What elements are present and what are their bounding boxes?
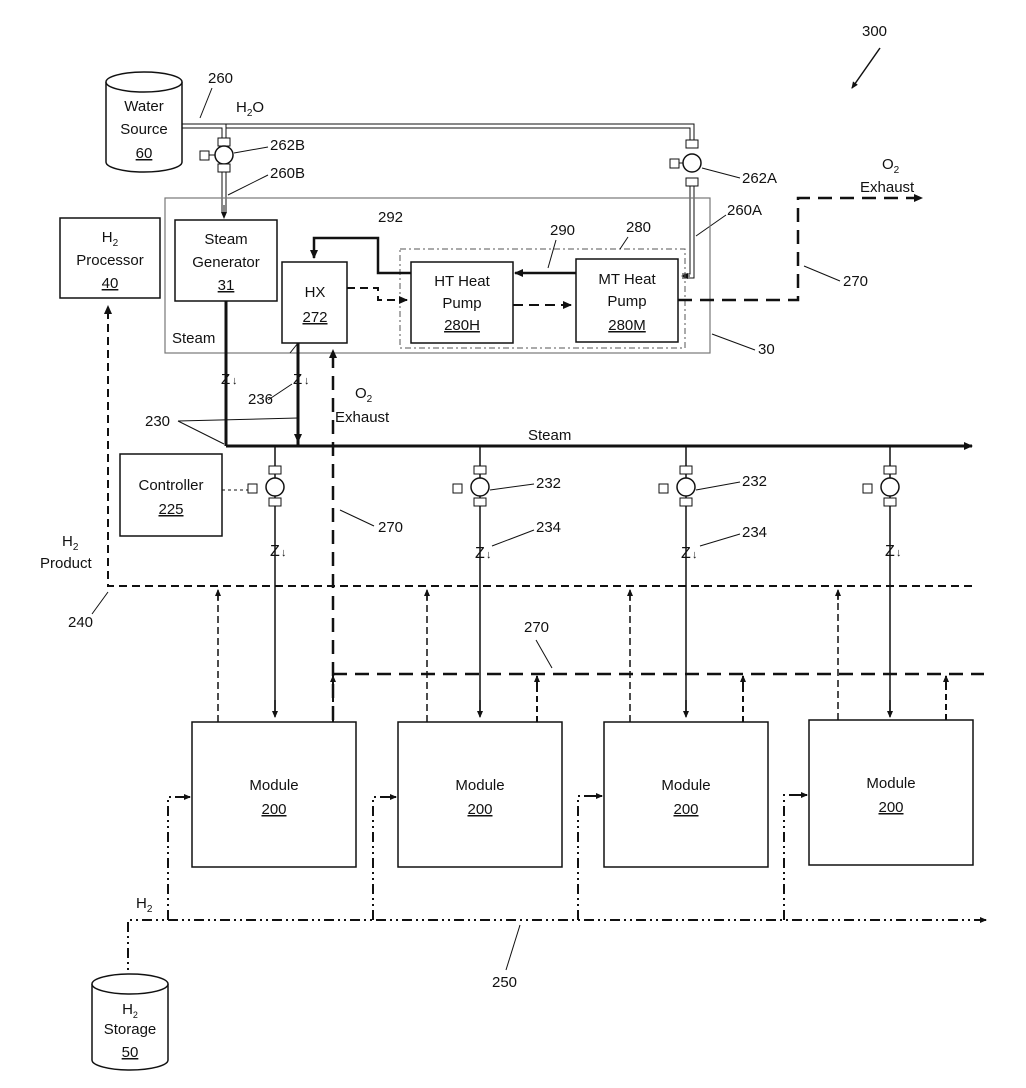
valve-232-2[interactable]	[453, 466, 489, 506]
water-source-label-1: Water	[124, 98, 163, 115]
ref-234-b: 234	[742, 524, 767, 541]
svg-text:↓: ↓	[486, 549, 492, 561]
ref-292: 292	[378, 209, 403, 226]
module-4-label: Module	[866, 775, 915, 792]
ref-250: 250	[492, 974, 517, 991]
module-2: Module 200	[398, 722, 562, 867]
h2-processor-ref: 40	[102, 275, 119, 292]
steam-left-label: Steam	[172, 330, 215, 347]
check-valve-steam: Z↓	[221, 371, 238, 388]
ref-260a: 260A	[727, 202, 762, 219]
hx-ref: 272	[302, 309, 327, 326]
steam-generator-box: Steam Generator 31	[175, 220, 277, 301]
svg-text:↓: ↓	[304, 375, 310, 387]
steam-generator-label-2: Generator	[192, 254, 260, 271]
ref-232-a: 232	[536, 475, 561, 492]
h2-processor-box: H2 Processor 40	[60, 218, 160, 298]
o2-exhaust-risers	[333, 680, 946, 722]
check-valve-hx: Z↓	[293, 371, 310, 388]
ref-262b: 262B	[270, 137, 305, 154]
ref-262a: 262A	[742, 170, 777, 187]
steam-header-label: Steam	[528, 427, 571, 444]
svg-text:Z: Z	[681, 545, 691, 562]
module-2-ref: 200	[467, 801, 492, 818]
h2-product-label: Product	[40, 555, 93, 572]
h2-storage-tank: H2 Storage 50	[92, 974, 168, 1070]
module-3-ref: 200	[673, 801, 698, 818]
ht-heat-pump-ref: 280H	[444, 317, 480, 334]
ref-270-c: 270	[524, 619, 549, 636]
svg-text:↓: ↓	[232, 375, 238, 387]
o2-exhaust-mid-label: Exhaust	[335, 409, 390, 426]
ht-heat-pump-label-1: HT Heat	[434, 273, 490, 290]
module-4-ref: 200	[878, 799, 903, 816]
svg-text:Z: Z	[885, 543, 895, 560]
steam-generator-label-1: Steam	[204, 231, 247, 248]
module-2-label: Module	[455, 777, 504, 794]
ref-240: 240	[68, 614, 93, 631]
hx-box: HX 272	[282, 262, 347, 343]
figure-arrow	[852, 48, 880, 88]
steam-generator-ref: 31	[218, 277, 235, 294]
mt-heat-pump-ref: 280M	[608, 317, 646, 334]
module-4: Module 200	[809, 720, 973, 865]
module-1-label: Module	[249, 777, 298, 794]
valve-232-1[interactable]	[248, 466, 284, 506]
module-1-ref: 200	[261, 801, 286, 818]
ref-260: 260	[208, 70, 233, 87]
ref-234-a: 234	[536, 519, 561, 536]
ref-290: 290	[550, 222, 575, 239]
valve-232-4[interactable]	[863, 466, 899, 506]
controller-ref: 225	[158, 501, 183, 518]
h2-storage-ref: 50	[122, 1044, 139, 1061]
h2-product-risers	[218, 594, 838, 722]
check-valve-234-1: Z↓	[270, 543, 287, 560]
ref-232-b: 232	[742, 473, 767, 490]
o2-exhaust-top-label: Exhaust	[860, 179, 915, 196]
valve-262a[interactable]	[670, 140, 701, 186]
check-valve-234-3: Z↓	[681, 545, 698, 562]
h2o-label: H2O	[236, 99, 264, 119]
mt-heat-pump-label-1: MT Heat	[598, 271, 656, 288]
ref-30: 30	[758, 341, 775, 358]
ref-280: 280	[626, 219, 651, 236]
svg-text:Z: Z	[221, 371, 230, 388]
module-3-label: Module	[661, 777, 710, 794]
controller-box: Controller 225	[120, 454, 222, 536]
svg-text:↓: ↓	[692, 549, 698, 561]
ref-260b: 260B	[270, 165, 305, 182]
o2-exhaust-line-top	[678, 198, 922, 300]
svg-text:Z: Z	[270, 543, 280, 560]
hx-label: HX	[305, 284, 326, 301]
module-3: Module 200	[604, 722, 768, 867]
ref-270-a: 270	[843, 273, 868, 290]
ht-heat-pump-label-2: Pump	[442, 295, 481, 312]
svg-text:Z: Z	[475, 545, 485, 562]
h2-bottom-label: H2	[136, 895, 153, 915]
controller-label: Controller	[138, 477, 203, 494]
mt-heat-pump-label-2: Pump	[607, 293, 646, 310]
h2-processor-label-2: Processor	[76, 252, 144, 269]
o2-exhaust-mid-o2: O2	[355, 385, 373, 405]
ht-heat-pump-box: HT Heat Pump 280H	[411, 262, 513, 343]
h2-storage-label-2: Storage	[104, 1021, 157, 1038]
svg-text:Z: Z	[293, 371, 302, 388]
o2-exhaust-top-o2: O2	[882, 156, 900, 176]
mt-heat-pump-box: MT Heat Pump 280M	[576, 259, 678, 342]
water-source-tank: Water Source 60	[106, 72, 182, 172]
figure-number: 300	[862, 23, 887, 40]
valve-262b[interactable]	[200, 138, 233, 172]
water-source-ref: 60	[136, 145, 153, 162]
valve-232-3[interactable]	[659, 466, 695, 506]
ref-230: 230	[145, 413, 170, 430]
svg-text:↓: ↓	[281, 547, 287, 559]
ref-270-b: 270	[378, 519, 403, 536]
svg-text:↓: ↓	[896, 547, 902, 559]
module-1: Module 200	[192, 722, 356, 867]
water-source-label-2: Source	[120, 121, 168, 138]
check-valve-234-4: Z↓	[885, 543, 902, 560]
check-valve-234-2: Z↓	[475, 545, 492, 562]
h2-product-h2: H2	[62, 533, 79, 553]
